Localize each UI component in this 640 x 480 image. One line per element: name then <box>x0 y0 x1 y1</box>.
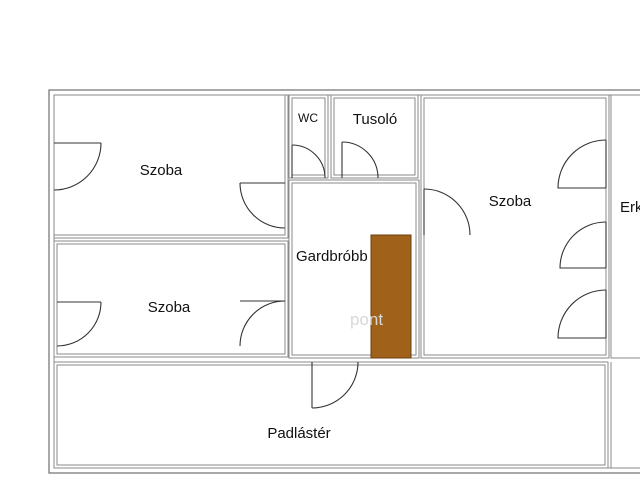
door-padlaster <box>311 361 359 409</box>
room-label-tusolo: Tusoló <box>353 111 397 128</box>
room-label-szoba-top-left: Szoba <box>140 162 183 179</box>
closet-block <box>370 234 412 359</box>
room-tusolo <box>330 94 419 179</box>
room-szoba-top-left <box>53 94 289 239</box>
room-label-padlaster: Padlástér <box>267 425 330 442</box>
room-label-szoba-bottom-left: Szoba <box>148 299 191 316</box>
outer-wall <box>48 89 640 474</box>
room-label-szoba-right: Szoba <box>489 193 532 210</box>
door-top-left-east <box>239 182 286 229</box>
room-szoba-bottom-left <box>53 240 289 358</box>
watermark-text: pont <box>350 310 383 329</box>
door-erkely-2 <box>559 221 607 269</box>
door-bottom-left-east <box>239 300 286 347</box>
room-wc <box>288 94 329 179</box>
door-top-left-west <box>53 142 102 191</box>
room-gardrob <box>288 179 420 359</box>
room-label-gardrob: Gardbróbb <box>296 248 368 265</box>
room-erkely <box>610 94 640 359</box>
room-label-erkely: Erké <box>620 199 640 216</box>
room-label-wc: WC <box>298 111 318 125</box>
door-erkely-3 <box>557 289 607 339</box>
room-padlaster <box>53 361 612 469</box>
door-erkely-1 <box>557 139 607 189</box>
door-bottom-left-west <box>56 301 102 347</box>
door-tusolo <box>341 141 379 179</box>
door-wc <box>291 144 326 179</box>
door-szoba-right-west <box>423 188 471 236</box>
